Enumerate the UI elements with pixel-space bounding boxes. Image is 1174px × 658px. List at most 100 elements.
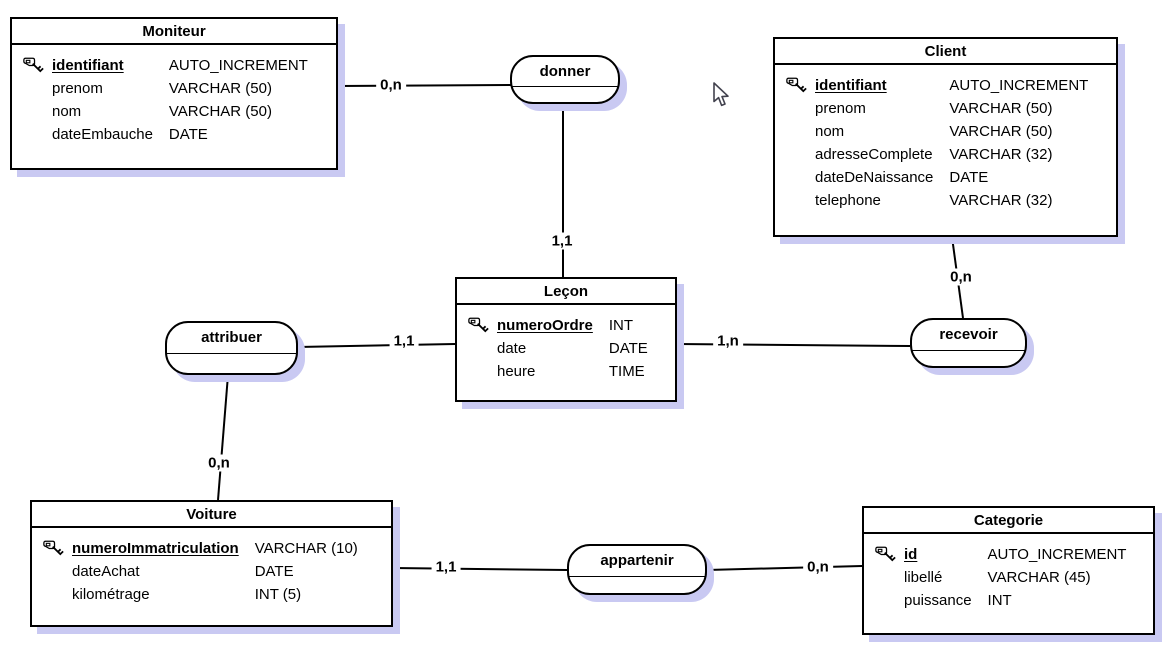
- attribute-type: INT: [608, 317, 634, 334]
- attribute-type: VARCHAR (50): [949, 100, 1053, 117]
- attribute-name: id: [904, 546, 918, 563]
- entity-lecon[interactable]: Leçon numeroOrdre INT date DATE heure TI…: [455, 277, 677, 402]
- mouse-cursor-icon: [713, 82, 729, 107]
- association-divider: [512, 86, 618, 87]
- attribute-row: telephone VARCHAR (32): [785, 189, 1088, 212]
- attribute-row: identifiant AUTO_INCREMENT: [22, 54, 308, 77]
- attribute-name: dateEmbauche: [52, 126, 153, 143]
- attribute-row: puissance INT: [874, 589, 1126, 612]
- primary-key-icon: [467, 317, 489, 332]
- attribute-type: VARCHAR (50): [168, 103, 272, 120]
- connector-lecon-recevoir[interactable]: [676, 343, 911, 347]
- entity-categorie[interactable]: Categorie id AUTO_INCREMENT libellé VARC…: [862, 506, 1155, 635]
- cardinality-voiture-appartenir[interactable]: 1,1: [431, 558, 461, 576]
- attribute-name: dateDeNaissance: [815, 169, 934, 186]
- attribute-name: nom: [815, 123, 845, 140]
- attribute-name: date: [497, 340, 527, 357]
- attribute-type: DATE: [608, 340, 648, 357]
- association-recevoir[interactable]: recevoir: [910, 318, 1027, 368]
- attribute-name: identifiant: [815, 77, 887, 94]
- association-divider: [167, 353, 296, 354]
- association-label: donner: [539, 63, 591, 80]
- primary-key-icon: [42, 540, 64, 555]
- entity-voiture[interactable]: Voiture numeroImmatriculation VARCHAR (1…: [30, 500, 393, 627]
- cardinality-donner-lecon[interactable]: 1,1: [547, 232, 577, 250]
- entity-attributes-lecon: numeroOrdre INT date DATE heure TIME: [457, 305, 658, 389]
- attribute-type: AUTO_INCREMENT: [949, 77, 1089, 94]
- connector-voiture-appartenir[interactable]: [392, 567, 568, 571]
- association-attribuer[interactable]: attribuer: [165, 321, 298, 375]
- primary-key-icon: [874, 546, 896, 561]
- entity-attributes-client: identifiant AUTO_INCREMENT prenom VARCHA…: [775, 65, 1098, 218]
- association-label: appartenir: [600, 552, 674, 569]
- attribute-type: INT: [987, 592, 1012, 609]
- entity-title-lecon: Leçon: [457, 279, 675, 305]
- attribute-row: dateEmbauche DATE: [22, 123, 308, 146]
- connector-moniteur-donner[interactable]: [337, 84, 513, 87]
- attribute-row: dateDeNaissance DATE: [785, 166, 1088, 189]
- primary-key-icon: [785, 77, 807, 92]
- connector-appartenir-categorie[interactable]: [706, 565, 863, 571]
- attribute-type: AUTO_INCREMENT: [168, 57, 308, 74]
- attribute-type: VARCHAR (10): [254, 540, 358, 557]
- association-label: recevoir: [939, 326, 998, 343]
- attribute-name: nom: [52, 103, 82, 120]
- entity-client[interactable]: Client identifiant AUTO_INCREMENT prenom…: [773, 37, 1118, 237]
- cardinality-attribuer-lecon[interactable]: 1,1: [389, 332, 419, 350]
- cardinality-attribuer-voiture[interactable]: 0,n: [204, 454, 234, 472]
- entity-moniteur[interactable]: Moniteur identifiant AUTO_INCREMENT pren…: [10, 17, 338, 170]
- connector-attribuer-lecon[interactable]: [297, 343, 456, 348]
- association-appartenir[interactable]: appartenir: [567, 544, 707, 595]
- association-divider: [912, 350, 1025, 351]
- entity-title-voiture: Voiture: [32, 502, 391, 528]
- attribute-type: VARCHAR (50): [949, 123, 1053, 140]
- attribute-type: DATE: [168, 126, 208, 143]
- attribute-row: adresseComplete VARCHAR (32): [785, 143, 1088, 166]
- attribute-name: adresseComplete: [815, 146, 933, 163]
- attribute-type: DATE: [949, 169, 989, 186]
- attribute-row: dateAchat DATE: [42, 560, 358, 583]
- association-divider: [569, 576, 705, 577]
- attribute-name: prenom: [815, 100, 866, 117]
- attribute-name: heure: [497, 363, 536, 380]
- attribute-name: numeroImmatriculation: [72, 540, 239, 557]
- association-donner[interactable]: donner: [510, 55, 620, 104]
- attribute-row: id AUTO_INCREMENT: [874, 543, 1126, 566]
- attribute-type: VARCHAR (32): [949, 192, 1053, 209]
- attribute-row: numeroOrdre INT: [467, 314, 648, 337]
- attribute-name: prenom: [52, 80, 103, 97]
- association-label: attribuer: [201, 329, 262, 346]
- attribute-name: puissance: [904, 592, 972, 609]
- attribute-name: kilométrage: [72, 586, 150, 603]
- cardinality-lecon-recevoir[interactable]: 1,n: [713, 332, 743, 350]
- attribute-row: nom VARCHAR (50): [785, 120, 1088, 143]
- entity-attributes-categorie: id AUTO_INCREMENT libellé VARCHAR (45) p…: [864, 534, 1136, 618]
- attribute-row: nom VARCHAR (50): [22, 100, 308, 123]
- attribute-row: date DATE: [467, 337, 648, 360]
- cardinality-client-recevoir[interactable]: 0,n: [946, 268, 976, 286]
- attribute-row: numeroImmatriculation VARCHAR (10): [42, 537, 358, 560]
- attribute-row: prenom VARCHAR (50): [785, 97, 1088, 120]
- attribute-type: DATE: [254, 563, 294, 580]
- entity-attributes-moniteur: identifiant AUTO_INCREMENT prenom VARCHA…: [12, 45, 318, 152]
- attribute-row: prenom VARCHAR (50): [22, 77, 308, 100]
- attribute-name: libellé: [904, 569, 943, 586]
- attribute-type: TIME: [608, 363, 645, 380]
- entity-attributes-voiture: numeroImmatriculation VARCHAR (10) dateA…: [32, 528, 368, 612]
- attribute-type: VARCHAR (32): [949, 146, 1053, 163]
- attribute-row: kilométrage INT (5): [42, 583, 358, 606]
- attribute-type: AUTO_INCREMENT: [987, 546, 1127, 563]
- attribute-type: INT (5): [254, 586, 302, 603]
- attribute-name: dateAchat: [72, 563, 140, 580]
- entity-title-client: Client: [775, 39, 1116, 65]
- attribute-type: VARCHAR (50): [168, 80, 272, 97]
- attribute-type: VARCHAR (45): [987, 569, 1091, 586]
- primary-key-icon: [22, 57, 44, 72]
- cardinality-appartenir-categorie[interactable]: 0,n: [803, 558, 833, 576]
- attribute-name: telephone: [815, 192, 881, 209]
- entity-title-categorie: Categorie: [864, 508, 1153, 534]
- connector-attribuer-voiture[interactable]: [217, 374, 229, 501]
- cardinality-moniteur-donner[interactable]: 0,n: [376, 76, 406, 94]
- attribute-name: numeroOrdre: [497, 317, 593, 334]
